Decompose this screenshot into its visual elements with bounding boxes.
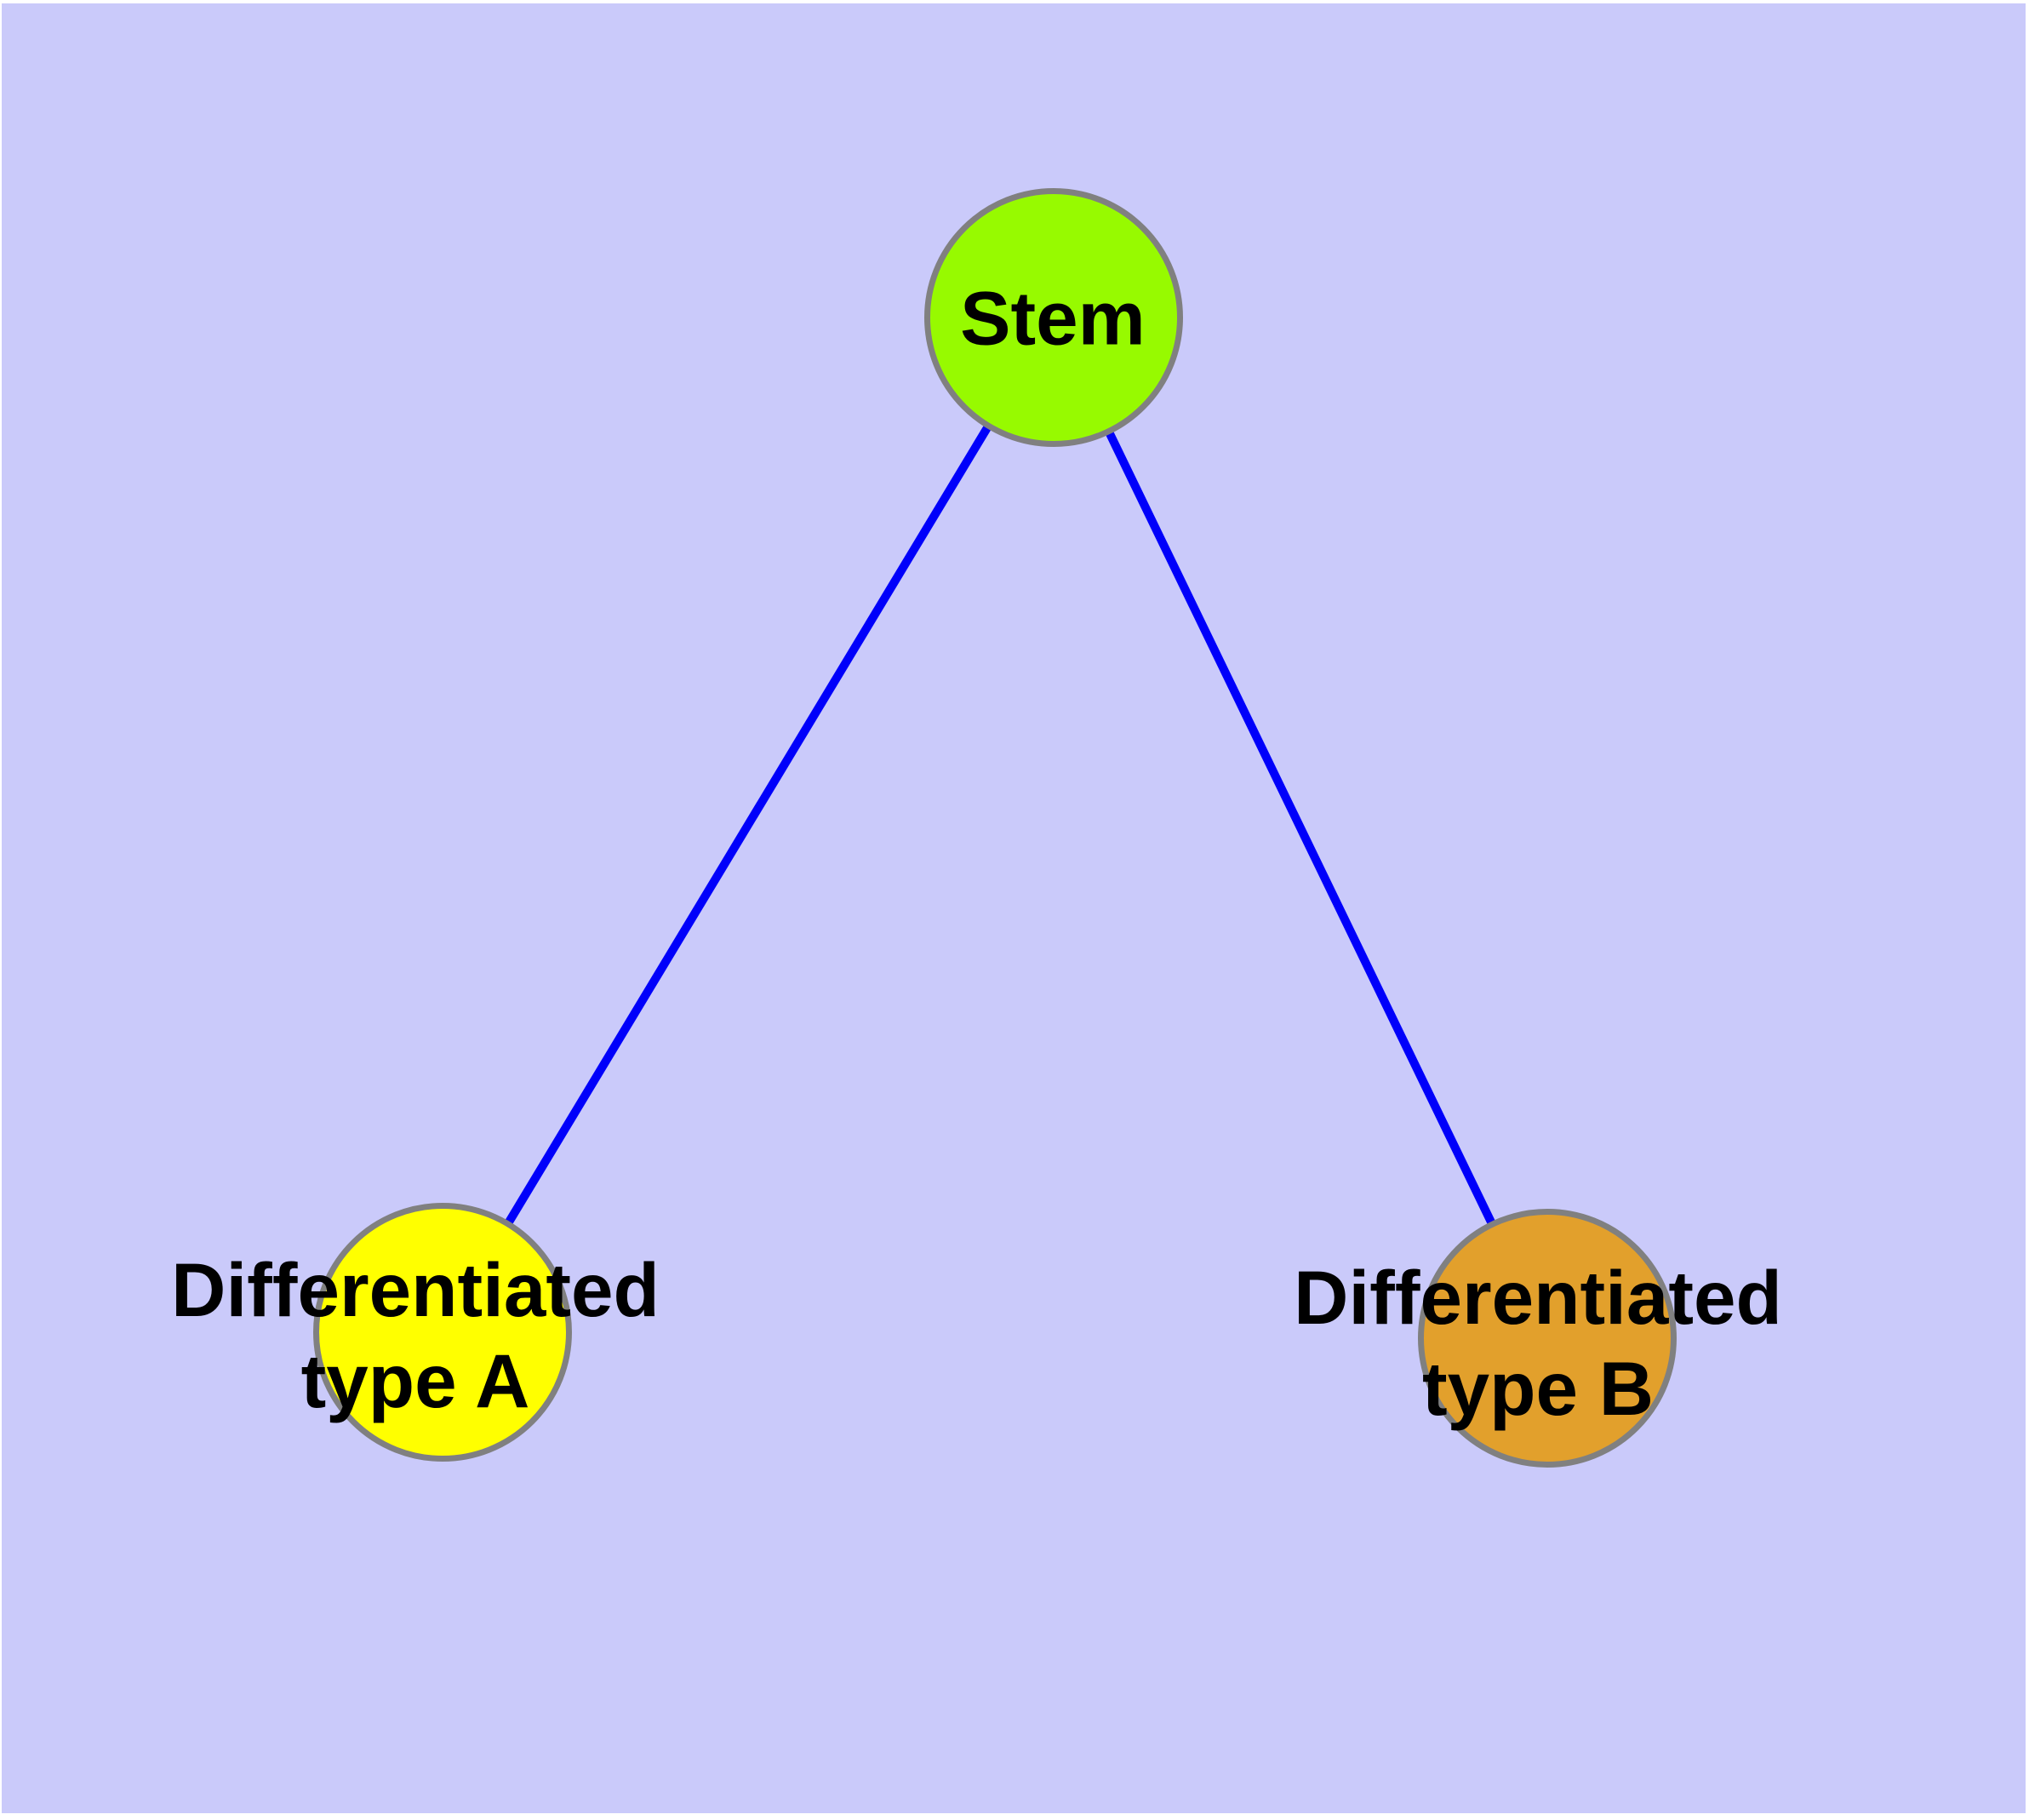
node-differentiated-type-a (313, 1203, 572, 1462)
node-label-stem: Stem (960, 275, 1146, 361)
edge-stem-to-type-b (1049, 315, 1552, 1341)
node-label-differentiated-type-b: Differentiated type B (1294, 1255, 1782, 1431)
edge-stem-to-type-a (438, 315, 1058, 1335)
node-label-differentiated-type-a: Differentiated type A (171, 1247, 660, 1423)
node-differentiated-type-b (1418, 1209, 1677, 1468)
node-stem (924, 188, 1183, 447)
